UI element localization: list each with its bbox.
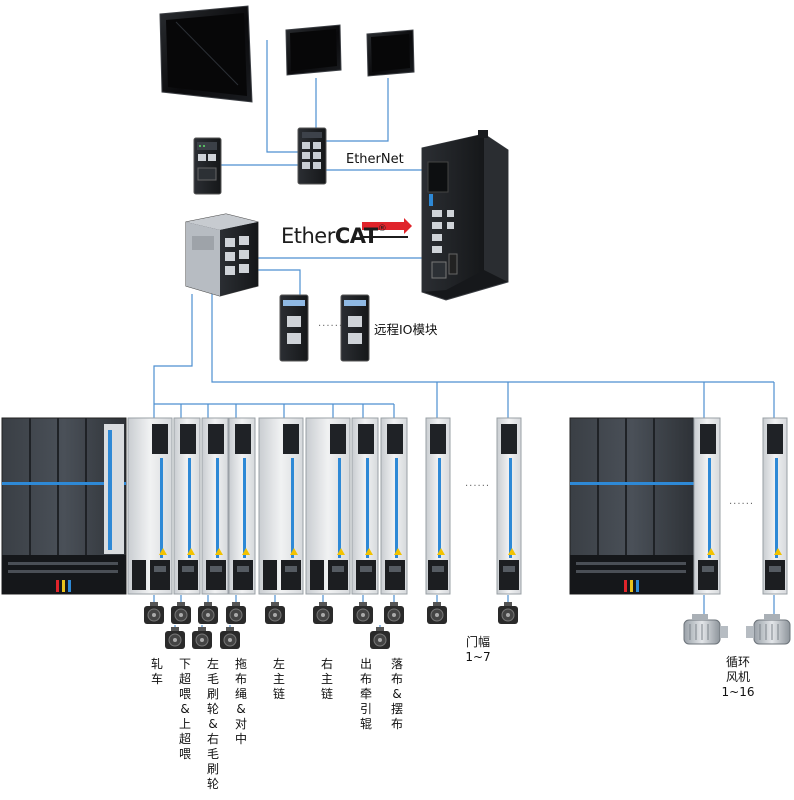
servo-drive xyxy=(258,417,304,595)
servo-drive xyxy=(351,417,379,595)
door-width-label: 门幅 1~7 xyxy=(462,635,494,665)
ethercat-coupler xyxy=(185,213,259,297)
hmi-panel-small-1 xyxy=(285,24,342,76)
axis-label-brush-wheels: 左毛刷轮&右毛刷轮 xyxy=(206,657,219,791)
servo-drive-group xyxy=(127,417,788,595)
servo-drive xyxy=(762,417,788,595)
line-bus-main xyxy=(211,294,774,383)
ethercat-logo-arrows xyxy=(362,218,412,238)
line-hmi-switch xyxy=(266,40,300,153)
remote-io-module-2 xyxy=(340,294,370,362)
servo-motor xyxy=(171,602,191,624)
servo-motor xyxy=(220,627,240,649)
servo-motor xyxy=(198,602,218,624)
servo-motor-group xyxy=(144,602,518,649)
servo-motor xyxy=(226,602,246,624)
axis-label-fabric-drop: 落布&摆布 xyxy=(390,657,403,731)
servo-drive xyxy=(693,417,721,595)
ellipsis-fan-drives: ...... xyxy=(729,496,755,507)
servo-drive xyxy=(127,417,173,595)
power-supply-cabinet-right xyxy=(569,417,695,595)
fan-motor-1 xyxy=(683,614,728,645)
servo-motor xyxy=(384,602,404,624)
servo-drive xyxy=(496,417,522,595)
axis-label-overfeed: 下超喂&上超喂 xyxy=(178,657,191,761)
fan-motor-2 xyxy=(746,614,791,645)
servo-motor xyxy=(353,602,373,624)
servo-motor xyxy=(427,602,447,624)
io-device-small xyxy=(193,137,222,195)
servo-drive xyxy=(173,417,201,595)
axis-label-left-chain: 左主链 xyxy=(272,657,285,701)
circulation-fan-label-line3: 1~16 xyxy=(721,685,755,699)
hmi-panel-large xyxy=(159,5,253,103)
servo-motor xyxy=(144,602,164,624)
controller-unit xyxy=(421,130,509,301)
axis-label-rolling-car: 轧车 xyxy=(150,657,163,686)
servo-motor xyxy=(165,627,185,649)
servo-drive xyxy=(380,417,408,595)
line-remote-io xyxy=(256,269,301,295)
line-hmi3-switch xyxy=(326,78,389,142)
circulation-fan-label-line2: 风机 xyxy=(725,670,750,684)
circulation-fan-label-line1: 循环 xyxy=(725,655,750,669)
servo-motor xyxy=(370,627,390,649)
ellipsis-door-drives: ...... xyxy=(465,478,491,489)
servo-motor xyxy=(265,602,285,624)
circulation-fan-label: 循环 风机 1~16 xyxy=(721,655,755,700)
servo-drive xyxy=(228,417,256,595)
ethercat-registered-mark: ® xyxy=(377,224,387,234)
power-supply-cabinet-left xyxy=(1,417,127,595)
axis-label-rope-centering: 拖布绳&对中 xyxy=(234,657,247,746)
servo-motor xyxy=(498,602,518,624)
ethernet-switch xyxy=(297,127,327,185)
hmi-panel-small-2 xyxy=(366,29,415,77)
servo-motor xyxy=(192,627,212,649)
ellipsis-remote-io: ...... xyxy=(318,318,344,329)
ethernet-label: EtherNet xyxy=(346,152,404,167)
servo-drive xyxy=(305,417,351,595)
ethercat-logo-bold: CAT xyxy=(334,224,378,248)
ethercat-logo-prefix: Ether xyxy=(281,224,335,248)
door-width-label-line2: 1~7 xyxy=(465,650,491,664)
servo-drive xyxy=(201,417,229,595)
door-width-label-line1: 门幅 xyxy=(465,635,490,649)
ethercat-logo: EtherCAT® xyxy=(281,224,387,248)
line-bus-left xyxy=(153,294,193,382)
servo-motor xyxy=(313,602,333,624)
axis-label-right-chain: 右主链 xyxy=(320,657,333,701)
remote-io-label: 远程IO模块 xyxy=(374,322,438,337)
servo-drive xyxy=(425,417,451,595)
remote-io-module-1 xyxy=(279,294,309,362)
axis-label-outfeed-roller: 出布牵引辊 xyxy=(359,657,372,731)
